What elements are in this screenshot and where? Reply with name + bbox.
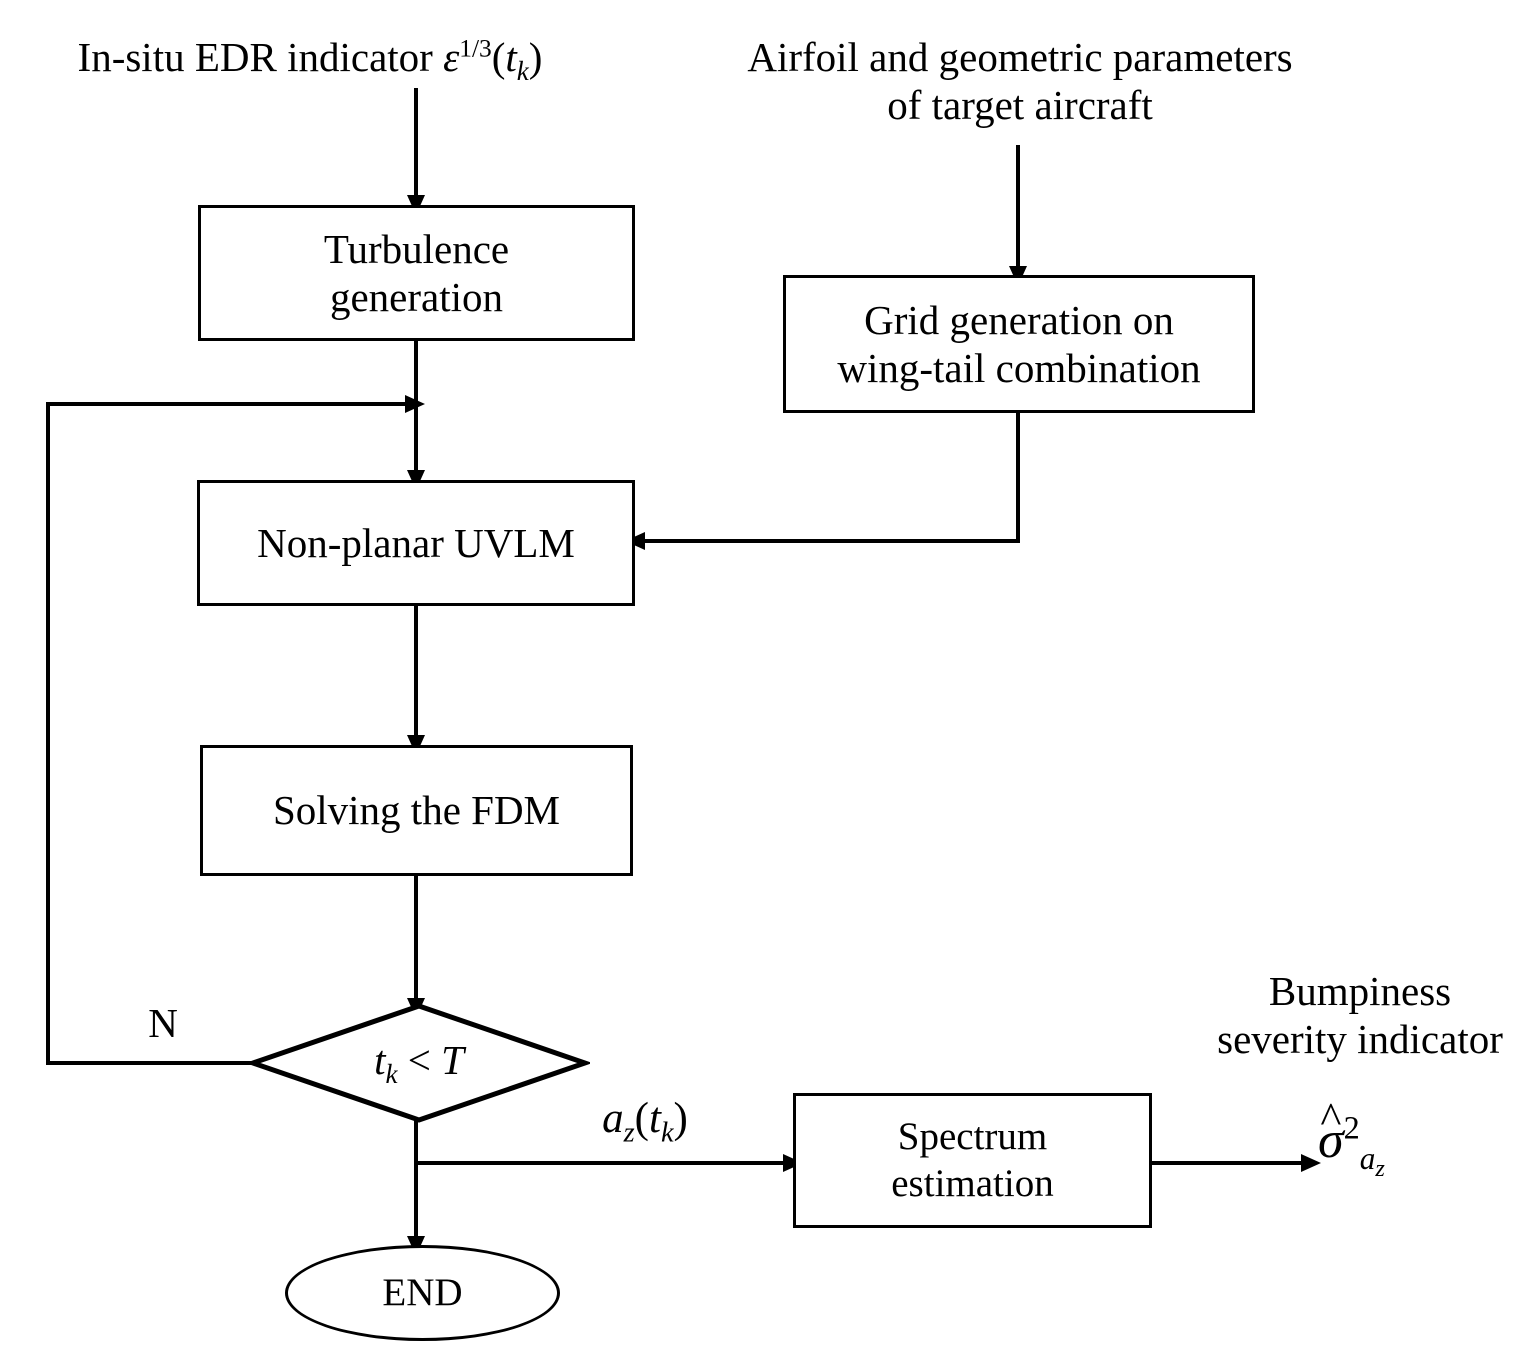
- node-turbulence-line-1: Turbulence: [323, 225, 510, 272]
- node-turbulence-line-2: generation: [329, 274, 504, 320]
- node-spectrum-estimation[interactable]: Spectrum estimation: [793, 1093, 1152, 1228]
- sigma-subscript: az: [1359, 1140, 1385, 1182]
- output-caption: Bumpiness severity indicator: [1185, 968, 1535, 1063]
- edge-label-accel-signal: az(tk): [500, 1094, 790, 1151]
- accel-signal-symbol: az(tk): [602, 1095, 688, 1149]
- node-decision-shape[interactable]: [248, 1001, 590, 1125]
- right-input-label: Airfoil and geometric parameters of targ…: [690, 34, 1350, 129]
- sigma-base: σ: [1318, 1112, 1344, 1170]
- node-uvlm-label: Non-planar UVLM: [257, 519, 575, 566]
- node-solving-fdm[interactable]: Solving the FDM: [200, 745, 633, 876]
- output-symbol: ^σ2az: [1318, 1093, 1498, 1183]
- node-grid-generation[interactable]: Grid generation on wing-tail combination: [783, 275, 1255, 413]
- output-sigma-expression: ^σ2az: [1318, 1093, 1385, 1182]
- left-input-label: In-situ EDR indicator ε1/3(tk): [0, 34, 620, 88]
- edge-decision-no-loop: [46, 395, 425, 1065]
- left-input-symbol: ε1/3(tk): [443, 34, 543, 87]
- node-fdm-label: Solving the FDM: [272, 787, 561, 834]
- node-spectrum-line-1: Spectrum: [897, 1115, 1048, 1159]
- edge-label-no-branch: N: [118, 1000, 208, 1048]
- left-input-text: In-situ EDR indicator: [77, 34, 433, 80]
- node-end[interactable]: END: [285, 1245, 560, 1341]
- edge-grid-to-uvlm: [625, 412, 1020, 550]
- node-grid-line-1: Grid generation on: [864, 296, 1174, 343]
- node-grid-line-2: wing-tail combination: [837, 345, 1201, 391]
- output-caption-line-2: severity indicator: [1217, 1015, 1503, 1062]
- node-spectrum-line-2: estimation: [891, 1161, 1054, 1205]
- sigma-power: 2: [1343, 1110, 1360, 1146]
- node-end-label: END: [382, 1270, 463, 1314]
- right-input-line-2: of target aircraft: [887, 81, 1153, 128]
- sigma-hat-accent: ^: [1320, 1093, 1342, 1144]
- output-caption-line-1: Bumpiness: [1268, 968, 1452, 1014]
- node-non-planar-uvlm[interactable]: Non-planar UVLM: [197, 480, 635, 606]
- right-input-line-1: Airfoil and geometric parameters: [747, 34, 1293, 80]
- node-turbulence-generation[interactable]: Turbulence generation: [198, 205, 635, 341]
- no-branch-text: N: [148, 1000, 178, 1046]
